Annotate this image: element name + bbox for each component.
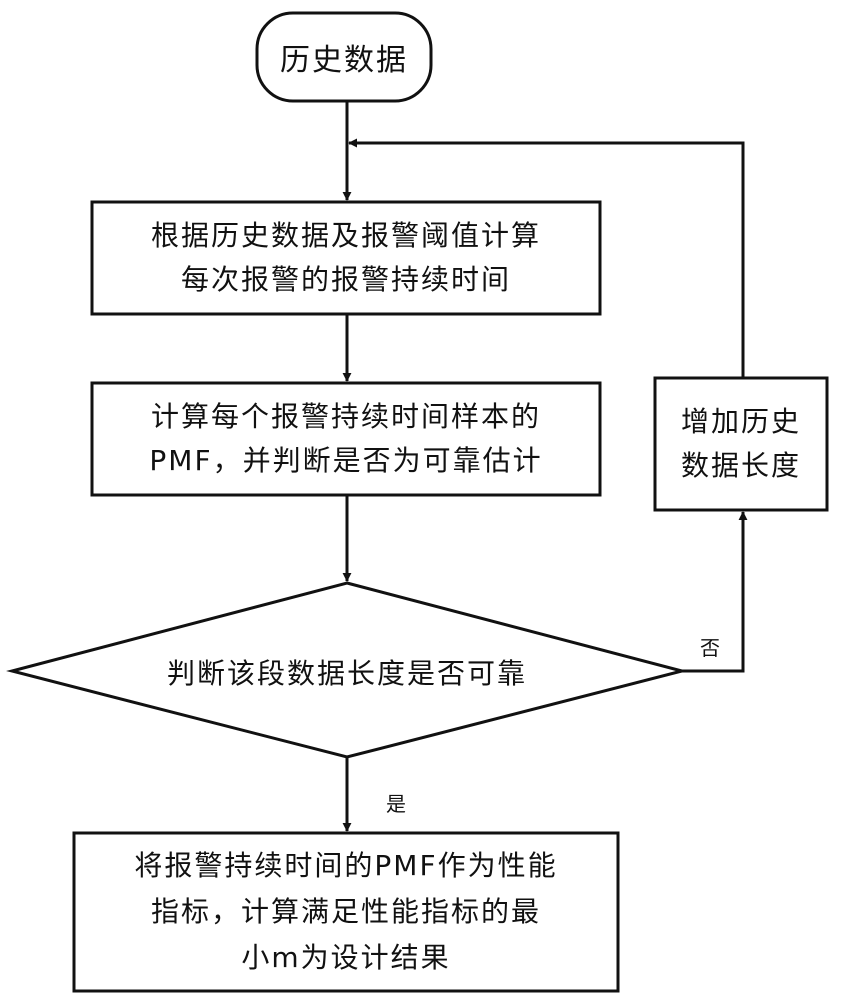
compute-pmf-label: 计算每个报警持续时间样本的 PMF，并判断是否为可靠估计 xyxy=(92,383,600,495)
decision-text: 判断该段数据长度是否可靠 xyxy=(167,652,527,692)
increase-length-line-2: 数据长度 xyxy=(681,444,801,488)
result-label: 将报警持续时间的PMF作为性能 指标，计算满足性能指标的最 小m为设计结果 xyxy=(74,833,618,991)
compute-duration-line-1: 根据历史数据及报警阈值计算 xyxy=(151,214,541,258)
start-label: 历史数据 xyxy=(257,13,431,101)
result-line-1: 将报警持续时间的PMF作为性能 xyxy=(134,843,557,889)
decision-label: 判断该段数据长度是否可靠 xyxy=(100,650,594,694)
compute-pmf-line-2: PMF，并判断是否为可靠估计 xyxy=(149,439,542,483)
result-line-2: 指标，计算满足性能指标的最 xyxy=(151,889,541,935)
edge-label-no: 否 xyxy=(700,632,720,661)
result-line-3: 小m为设计结果 xyxy=(241,935,450,981)
increase-length-line-1: 增加历史 xyxy=(681,400,801,444)
compute-duration-label: 根据历史数据及报警阈值计算 每次报警的报警持续时间 xyxy=(92,202,600,314)
start-text: 历史数据 xyxy=(280,35,408,79)
compute-duration-line-2: 每次报警的报警持续时间 xyxy=(181,258,511,302)
compute-pmf-line-1: 计算每个报警持续时间样本的 xyxy=(151,395,541,439)
increase-length-label: 增加历史 数据长度 xyxy=(655,378,827,510)
edge-label-yes: 是 xyxy=(386,788,406,817)
